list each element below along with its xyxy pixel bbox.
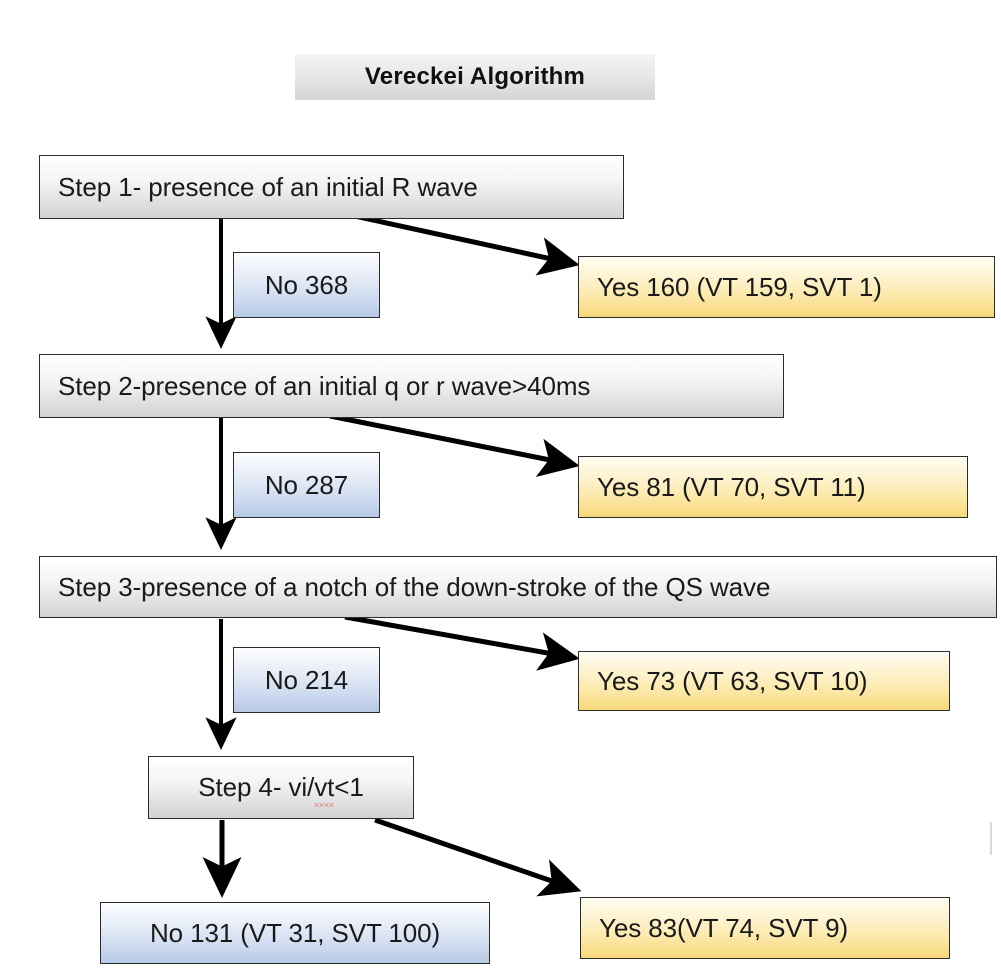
step-1-no-badge[interactable]: No 368: [233, 252, 380, 318]
step-4-no-outcome[interactable]: No 131 (VT 31, SVT 100): [100, 902, 490, 964]
arrow-step1-to-yes: [349, 212, 580, 276]
step-4-yes-outcome[interactable]: Yes 83(VT 74, SVT 9): [580, 897, 950, 959]
step-2-yes-outcome[interactable]: Yes 81 (VT 70, SVT 11): [578, 456, 968, 518]
step-1-box[interactable]: Step 1- presence of an initial R wave: [39, 155, 624, 219]
step-2-no-badge[interactable]: No 287: [233, 452, 380, 518]
step-4-label-misspelled: vt: [314, 772, 335, 807]
step-4-label-prefix: Step 4- vi/: [198, 772, 315, 802]
step-3-box[interactable]: Step 3-presence of a notch of the down-s…: [39, 556, 997, 618]
step-3-no-badge[interactable]: No 214: [233, 647, 380, 713]
step-4-box[interactable]: Step 4- vi/vt<1: [148, 756, 414, 819]
step-3-yes-outcome[interactable]: Yes 73 (VT 63, SVT 10): [578, 651, 950, 711]
step-4-label-suffix: <1: [334, 772, 364, 802]
arrow-step4-to-yes: [374, 817, 582, 897]
step-2-box[interactable]: Step 2-presence of an initial q or r wav…: [39, 354, 784, 418]
page-title: Vereckei Algorithm: [295, 54, 655, 100]
step-1-yes-outcome[interactable]: Yes 160 (VT 159, SVT 1): [578, 256, 995, 318]
